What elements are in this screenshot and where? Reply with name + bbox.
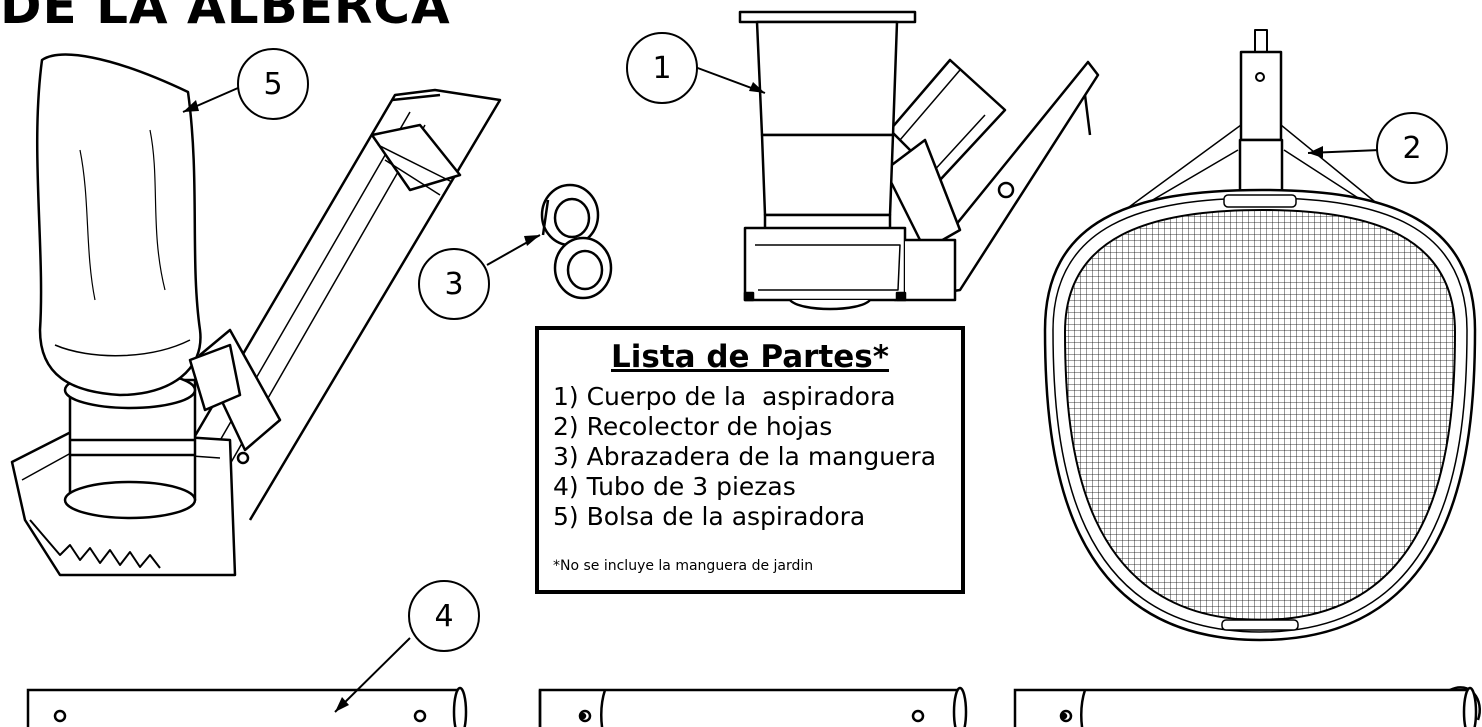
parts-list: 1) Cuerpo de la aspiradora 2) Recolector… (553, 382, 936, 532)
callout-2: 2 (1376, 112, 1448, 184)
leaf-skimmer-drawing (1043, 29, 1477, 642)
parts-list-item: 2) Recolector de hojas (553, 412, 833, 441)
diagram-title: DE LA ALBERCA (0, 0, 451, 35)
parts-list-footnote: *No se incluye la manguera de jardin (553, 558, 814, 574)
pole-sections-drawing (26, 686, 1481, 727)
parts-list-heading: Lista de Partes* (611, 339, 889, 375)
parts-list-box: Lista de Partes* 1) Cuerpo de la aspirad… (535, 326, 965, 594)
parts-list-item: 3) Abrazadera de la manguera (553, 442, 937, 471)
vacuum-body-drawing (738, 10, 1100, 311)
vacuum-with-bag-drawing (10, 53, 502, 577)
callout-1: 1 (626, 32, 698, 104)
parts-list-item: 4) Tubo de 3 piezas (553, 472, 796, 501)
parts-list-item: 5) Bolsa de la aspiradora (553, 502, 866, 531)
parts-list-item: 1) Cuerpo de la aspiradora (553, 382, 896, 411)
callout-5: 5 (237, 48, 309, 120)
callout-3: 3 (418, 248, 490, 320)
callout-4: 4 (408, 580, 480, 652)
hose-clamp-drawing (540, 183, 613, 300)
